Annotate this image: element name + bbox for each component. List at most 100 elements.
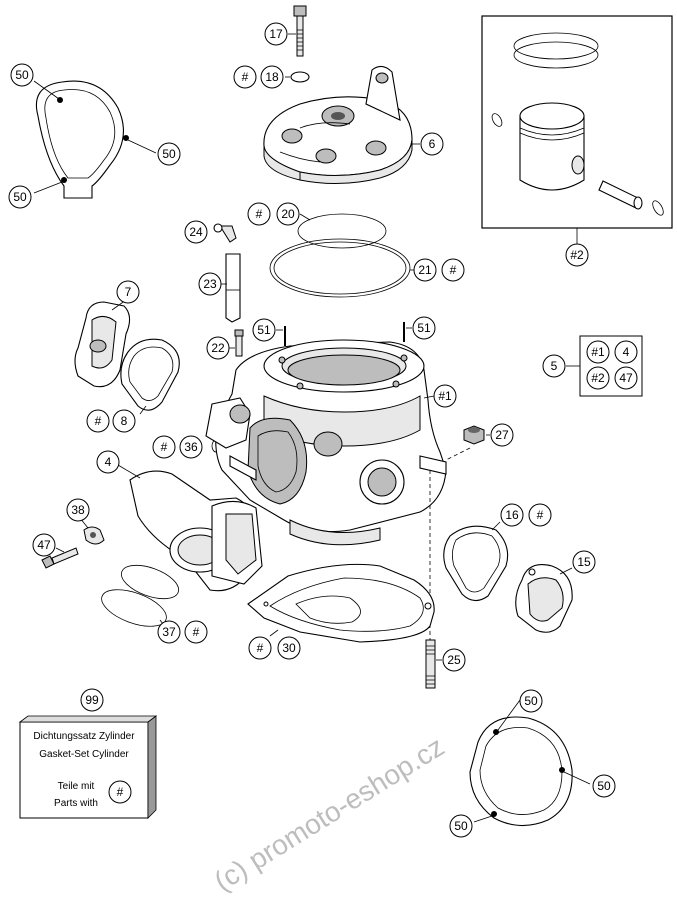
callout-hash: # xyxy=(528,503,552,527)
callout-k4: 4 xyxy=(614,340,638,364)
callout-label: 7 xyxy=(125,285,132,299)
callout-label: 6 xyxy=(429,137,436,151)
callout-c51a: 51 xyxy=(252,318,276,342)
callout-label: 50 xyxy=(524,694,538,708)
callout-hash: # xyxy=(152,435,176,459)
hose-fitting xyxy=(213,223,237,243)
callout-label: 4 xyxy=(105,455,112,469)
callout-c24: 24 xyxy=(184,220,208,244)
watermark-text: (c) promoto-eshop.cz xyxy=(209,731,450,897)
callout-c16: 16 xyxy=(500,503,524,527)
cylinder-stud xyxy=(425,639,442,689)
cylinder xyxy=(205,339,447,546)
callout-c8: 8 xyxy=(112,409,136,433)
callout-label: #2 xyxy=(591,371,605,385)
callout-label: # xyxy=(537,508,544,522)
callout-c4: 4 xyxy=(96,450,120,474)
callout-label: 21 xyxy=(418,263,432,277)
callout-label: # xyxy=(242,70,249,84)
cover-gasket-top-left xyxy=(33,80,157,199)
intake-bolt xyxy=(41,547,79,569)
callout-hash: # xyxy=(233,65,257,89)
base-gasket xyxy=(247,563,435,643)
callout-label: 50 xyxy=(13,190,27,204)
callout-label: 18 xyxy=(265,70,279,84)
callout-label: 30 xyxy=(282,641,296,655)
callout-label: 37 xyxy=(162,625,176,639)
callout-c17: 17 xyxy=(264,22,288,46)
callout-label: # xyxy=(256,207,263,221)
callout-label: 50 xyxy=(15,68,29,82)
cylinder-studs xyxy=(276,322,412,346)
gasket-set-box xyxy=(18,715,158,819)
cylinder-head xyxy=(263,65,420,185)
callout-label: 50 xyxy=(162,147,176,161)
callout-c15: 15 xyxy=(572,550,596,574)
piston-kit-box xyxy=(481,15,673,244)
water-nipple xyxy=(229,329,244,357)
callout-c30: 30 xyxy=(277,636,301,660)
parts-with-de: Teile mit xyxy=(58,781,95,792)
callout-hash: # xyxy=(184,620,208,644)
callout-c20: 20 xyxy=(276,202,300,226)
callout-c36: 36 xyxy=(179,435,203,459)
callout-c50f: 50 xyxy=(449,814,473,838)
callout-label: 20 xyxy=(281,207,295,221)
callout-hash: # xyxy=(248,636,272,660)
callout-label: #2 xyxy=(570,248,584,262)
callout-label: 24 xyxy=(189,225,203,239)
callout-c50d: 50 xyxy=(519,689,543,713)
callout-c22: 22 xyxy=(206,336,230,360)
cover-gasket-bottom-right xyxy=(469,699,591,827)
callout-k47: 47 xyxy=(614,366,638,390)
callout-hash: # xyxy=(441,258,465,282)
callout-label: # xyxy=(161,440,168,454)
callout-label: 4 xyxy=(623,345,630,359)
callout-label: 51 xyxy=(257,323,271,337)
callout-label: 15 xyxy=(577,555,591,569)
callout-c2: #2 xyxy=(565,243,589,267)
gasket-set-title-de: Dichtungssatz Zylinder xyxy=(33,731,135,742)
pump-gasket xyxy=(120,338,180,415)
callout-label: 50 xyxy=(454,819,468,833)
pump-cover xyxy=(74,299,131,388)
callout-label: 25 xyxy=(447,653,461,667)
callout-label: 50 xyxy=(597,779,611,793)
callout-label: 51 xyxy=(417,321,431,335)
callout-c51b: 51 xyxy=(412,316,436,340)
parts-with-en: Parts with xyxy=(54,798,98,809)
callout-label: 22 xyxy=(211,341,225,355)
callout-c38: 38 xyxy=(66,498,90,522)
intake-manifold xyxy=(117,464,263,592)
callout-c37: 37 xyxy=(157,620,181,644)
callout-label: 27 xyxy=(495,428,509,442)
callout-label: 36 xyxy=(184,440,198,454)
head-o-ring xyxy=(297,213,387,249)
exhaust-gasket xyxy=(443,521,509,602)
hose xyxy=(220,253,241,323)
head-bolt xyxy=(288,5,307,57)
callout-label: 47 xyxy=(619,371,633,385)
callout-label: 99 xyxy=(85,693,99,707)
callout-label: 17 xyxy=(269,27,283,41)
callout-label: 5 xyxy=(551,359,558,373)
callout-c6: 6 xyxy=(420,132,444,156)
callout-label: 8 xyxy=(121,414,128,428)
callout-label: # xyxy=(257,641,264,655)
callout-label: # xyxy=(95,414,102,428)
washer xyxy=(290,71,310,83)
callout-c27: 27 xyxy=(490,423,514,447)
callout-label: #1 xyxy=(591,345,605,359)
callout-k1: #1 xyxy=(586,340,610,364)
callout-c23: 23 xyxy=(198,272,222,296)
callout-label: 47 xyxy=(37,538,51,552)
callout-c99: 99 xyxy=(80,688,104,712)
callout-label: # xyxy=(117,785,124,799)
callout-hash: # xyxy=(247,202,271,226)
callout-c18: 18 xyxy=(260,65,284,89)
callout-c25: 25 xyxy=(442,648,466,672)
callout-label: #1 xyxy=(438,389,452,403)
